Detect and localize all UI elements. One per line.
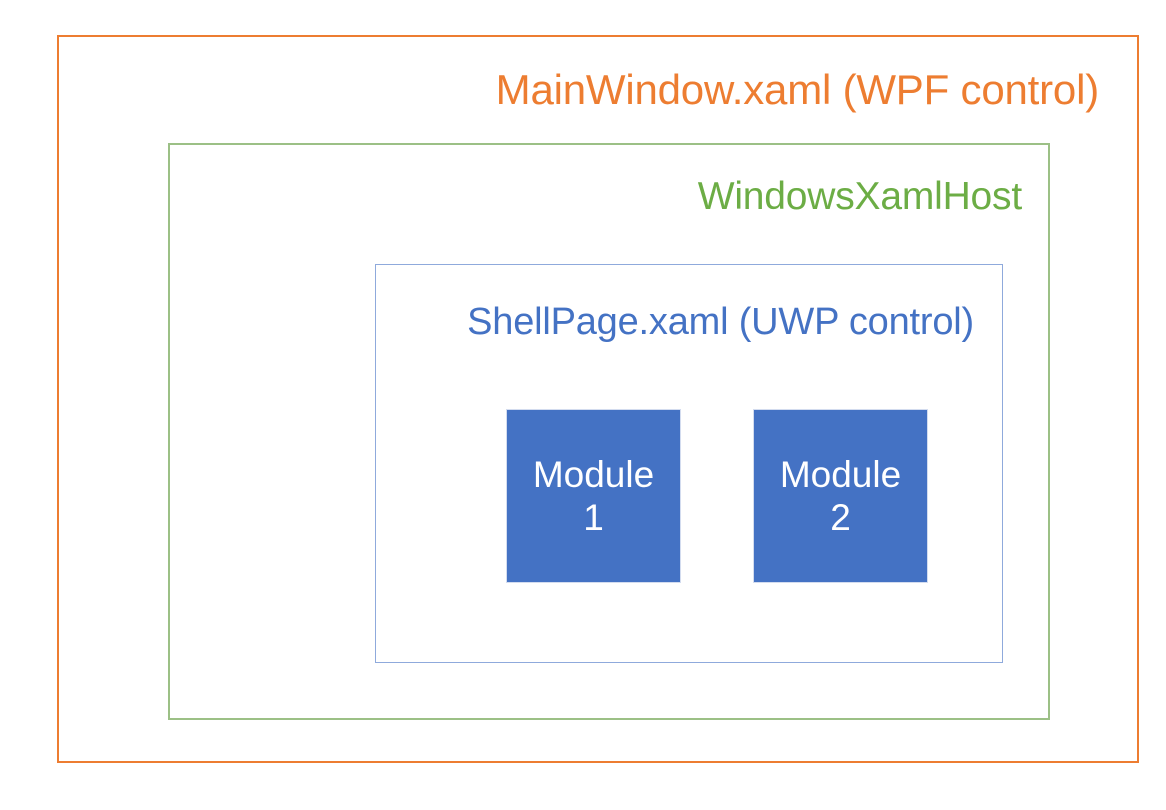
container-mainwindow: MainWindow.xaml (WPF control) WindowsXam… [57,35,1139,763]
label-windowsxamlhost: WindowsXamlHost [697,175,1022,218]
module-2-name: Module [779,453,902,495]
label-shellpage: ShellPage.xaml (UWP control) [467,301,974,343]
module-row: Module 1 Module 2 [376,265,1002,662]
label-mainwindow: MainWindow.xaml (WPF control) [495,66,1100,113]
module-box-2[interactable]: Module 2 [753,409,928,583]
container-shellpage: ShellPage.xaml (UWP control) Module 1 Mo… [375,264,1003,663]
container-windowsxamlhost: WindowsXamlHost ShellPage.xaml (UWP cont… [168,143,1050,720]
module-2-number: 2 [830,497,851,538]
module-1-name: Module [532,453,655,495]
module-1-number: 1 [583,497,604,538]
module-box-1[interactable]: Module 1 [506,409,681,583]
